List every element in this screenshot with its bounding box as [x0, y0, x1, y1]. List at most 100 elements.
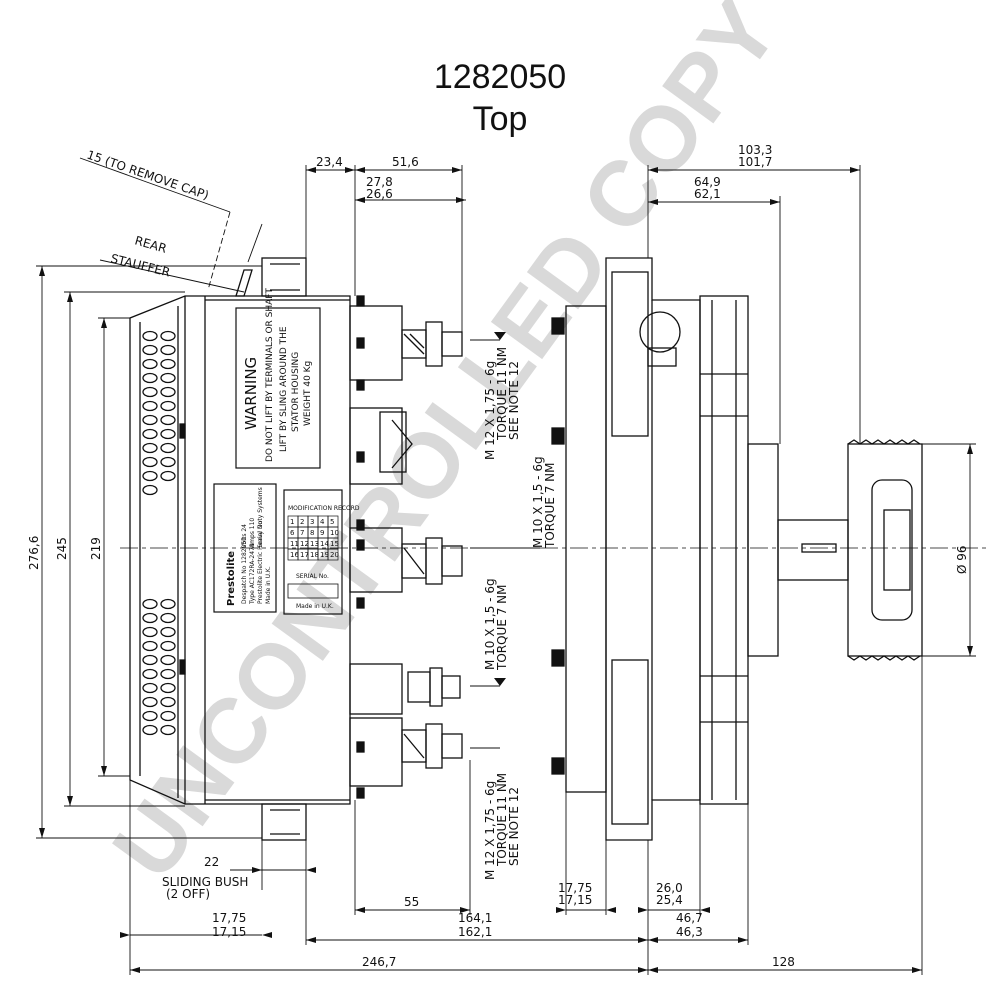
mod-record-cell-label: 11: [290, 540, 299, 548]
mod-record-cell-label: 5: [330, 518, 334, 526]
mod-record-cell: [327, 548, 339, 561]
terminal-stud-top: [401, 321, 463, 367]
pulley: [847, 443, 923, 657]
shaft-nut: [883, 509, 911, 591]
note-bottom-see: SEE NOTE 12: [507, 787, 521, 866]
mod-record-cell-label: 19: [320, 551, 329, 559]
warning-line-2: LIFT BY SLING AROUND THE: [279, 326, 289, 452]
dimension-lines: [36, 157, 976, 975]
nameplate-line-5: Type AC172RA-2473: [249, 543, 256, 605]
mod-record-cell-label: 6: [290, 529, 295, 537]
nameplate-line-7: Made in U.K.: [265, 566, 272, 604]
mod-record-cell-label: 17: [300, 551, 309, 559]
nameplate-line-1: Volts 24: [241, 524, 248, 548]
note-bottom-thread: M 12 X 1,75 - 6g: [483, 781, 497, 880]
dim-51-6: 51,6: [392, 155, 419, 169]
mod-record-cell-label: 8: [310, 529, 314, 537]
dim-219: 219: [89, 537, 103, 560]
dim-128: 128: [772, 955, 795, 969]
dim-46-3: 46,3: [676, 925, 703, 939]
mod-record-cell-label: 20: [330, 551, 339, 559]
mod-record-cell-label: 2: [300, 518, 304, 526]
dim-62-1: 62,1: [694, 187, 721, 201]
sliding-bush-top: [261, 257, 307, 297]
mod-record-cell-label: 7: [300, 529, 304, 537]
note-top-see: SEE NOTE 12: [507, 361, 521, 440]
vent-holes-lower: [142, 598, 176, 736]
mod-record-cell-label: 15: [330, 540, 339, 548]
mod-record-cell-label: 10: [330, 529, 339, 537]
label-sliding-bush-qty: (2 OFF): [166, 887, 210, 901]
label-sliding-bush: SLIDING BUSH: [162, 875, 248, 889]
note-top-torque: TORQUE 11 NM: [495, 347, 509, 441]
dim-164-1: 164,1: [458, 911, 492, 925]
dim-101-7: 101,7: [738, 155, 772, 169]
note-mid-torque: TORQUE 7 NM: [543, 462, 557, 549]
terminal-stud-low: [407, 667, 461, 707]
dim-245: 245: [55, 537, 69, 560]
sliding-bush-bottom: [261, 803, 307, 841]
view-label: Top: [472, 100, 528, 138]
nameplate-brand: Prestolite: [226, 551, 237, 606]
dim-22: 22: [204, 855, 219, 869]
thread-notes: M 12 X 1,75 - 6g TORQUE 11 NM SEE NOTE 1…: [483, 347, 557, 880]
dim-55: 55: [404, 895, 419, 909]
mod-record-cell-label: 4: [320, 518, 325, 526]
suppression-capacitor: [639, 311, 681, 353]
dim-25-4: 25,4: [656, 893, 683, 907]
dim-23-4: 23,4: [316, 155, 343, 169]
dim-dia-96: Ø 96: [955, 545, 969, 574]
dim-26-6: 26,6: [366, 187, 393, 201]
dim-15-cap: 15 (TO REMOVE CAP): [85, 148, 211, 203]
dim-17-15-right: 17,15: [558, 893, 592, 907]
terminal-stud-mid: [401, 537, 463, 585]
dim-246-7: 246,7: [362, 955, 396, 969]
label-rear: REAR: [133, 233, 168, 255]
nameplate-line-2: Amps 110: [249, 518, 256, 548]
mod-record-cell-label: 1: [290, 518, 294, 526]
terminal-stud-bottom: [401, 723, 463, 769]
stauffer-fitting: [235, 269, 253, 297]
note-bottom-torque: TORQUE 11 NM: [495, 773, 509, 867]
mod-record-made: Made in U.K.: [296, 603, 334, 610]
nameplate: Prestolite Volts 24 Amps 110 Serial No D…: [213, 483, 277, 613]
shaft: [777, 519, 849, 581]
dim-27-8: 27,8: [366, 175, 393, 189]
mod-record-heading: MODIFICATION RECORD: [288, 505, 360, 512]
mod-record-cell-label: 12: [300, 540, 309, 548]
warning-line-3: STATOR HOUSING: [291, 352, 301, 432]
fan: [699, 295, 749, 805]
nameplate-line-3: Serial No: [257, 521, 264, 548]
drawing-number: 1282050: [433, 58, 567, 96]
note-top-thread: M 12 X 1,75 - 6g: [483, 361, 497, 460]
dim-103-3: 103,3: [738, 143, 772, 157]
label-stauffer: STAUFFER: [109, 251, 171, 279]
pulley-teeth-bottom: [847, 655, 921, 661]
mod-record-cell-label: 16: [290, 551, 299, 559]
mod-record-cell-label: 18: [310, 551, 319, 559]
dim-162-1: 162,1: [458, 925, 492, 939]
mod-record-cell-label: 14: [320, 540, 329, 548]
warning-heading: WARNING: [242, 357, 260, 430]
warning-line-1: DO NOT LIFT BY TERMINALS OR SHAFT: [265, 288, 275, 462]
dim-26-0: 26,0: [656, 881, 683, 895]
arrowheads: [39, 167, 973, 973]
nameplate-line-6: Prestolite Electric Heavy Duty Systems: [257, 487, 264, 604]
warning-line-4: WEIGHT 40 Kg: [303, 361, 313, 426]
pulley-hub: [747, 443, 779, 657]
warning-label: WARNING DO NOT LIFT BY TERMINALS OR SHAF…: [235, 288, 321, 469]
nameplate-line-4: Despatch No 1282050: [241, 537, 248, 604]
drive-flange: [565, 305, 607, 793]
dim-64-9: 64,9: [694, 175, 721, 189]
pulley-teeth-top: [847, 439, 921, 445]
mod-record-cell-label: 9: [320, 529, 324, 537]
mod-record-cell-label: 13: [310, 540, 319, 548]
drive-end-housing: [605, 257, 701, 841]
dim-17-15-left: 17,15: [212, 925, 246, 939]
vent-holes-upper: [142, 330, 176, 496]
note-low-torque: TORQUE 7 NM: [495, 584, 509, 671]
